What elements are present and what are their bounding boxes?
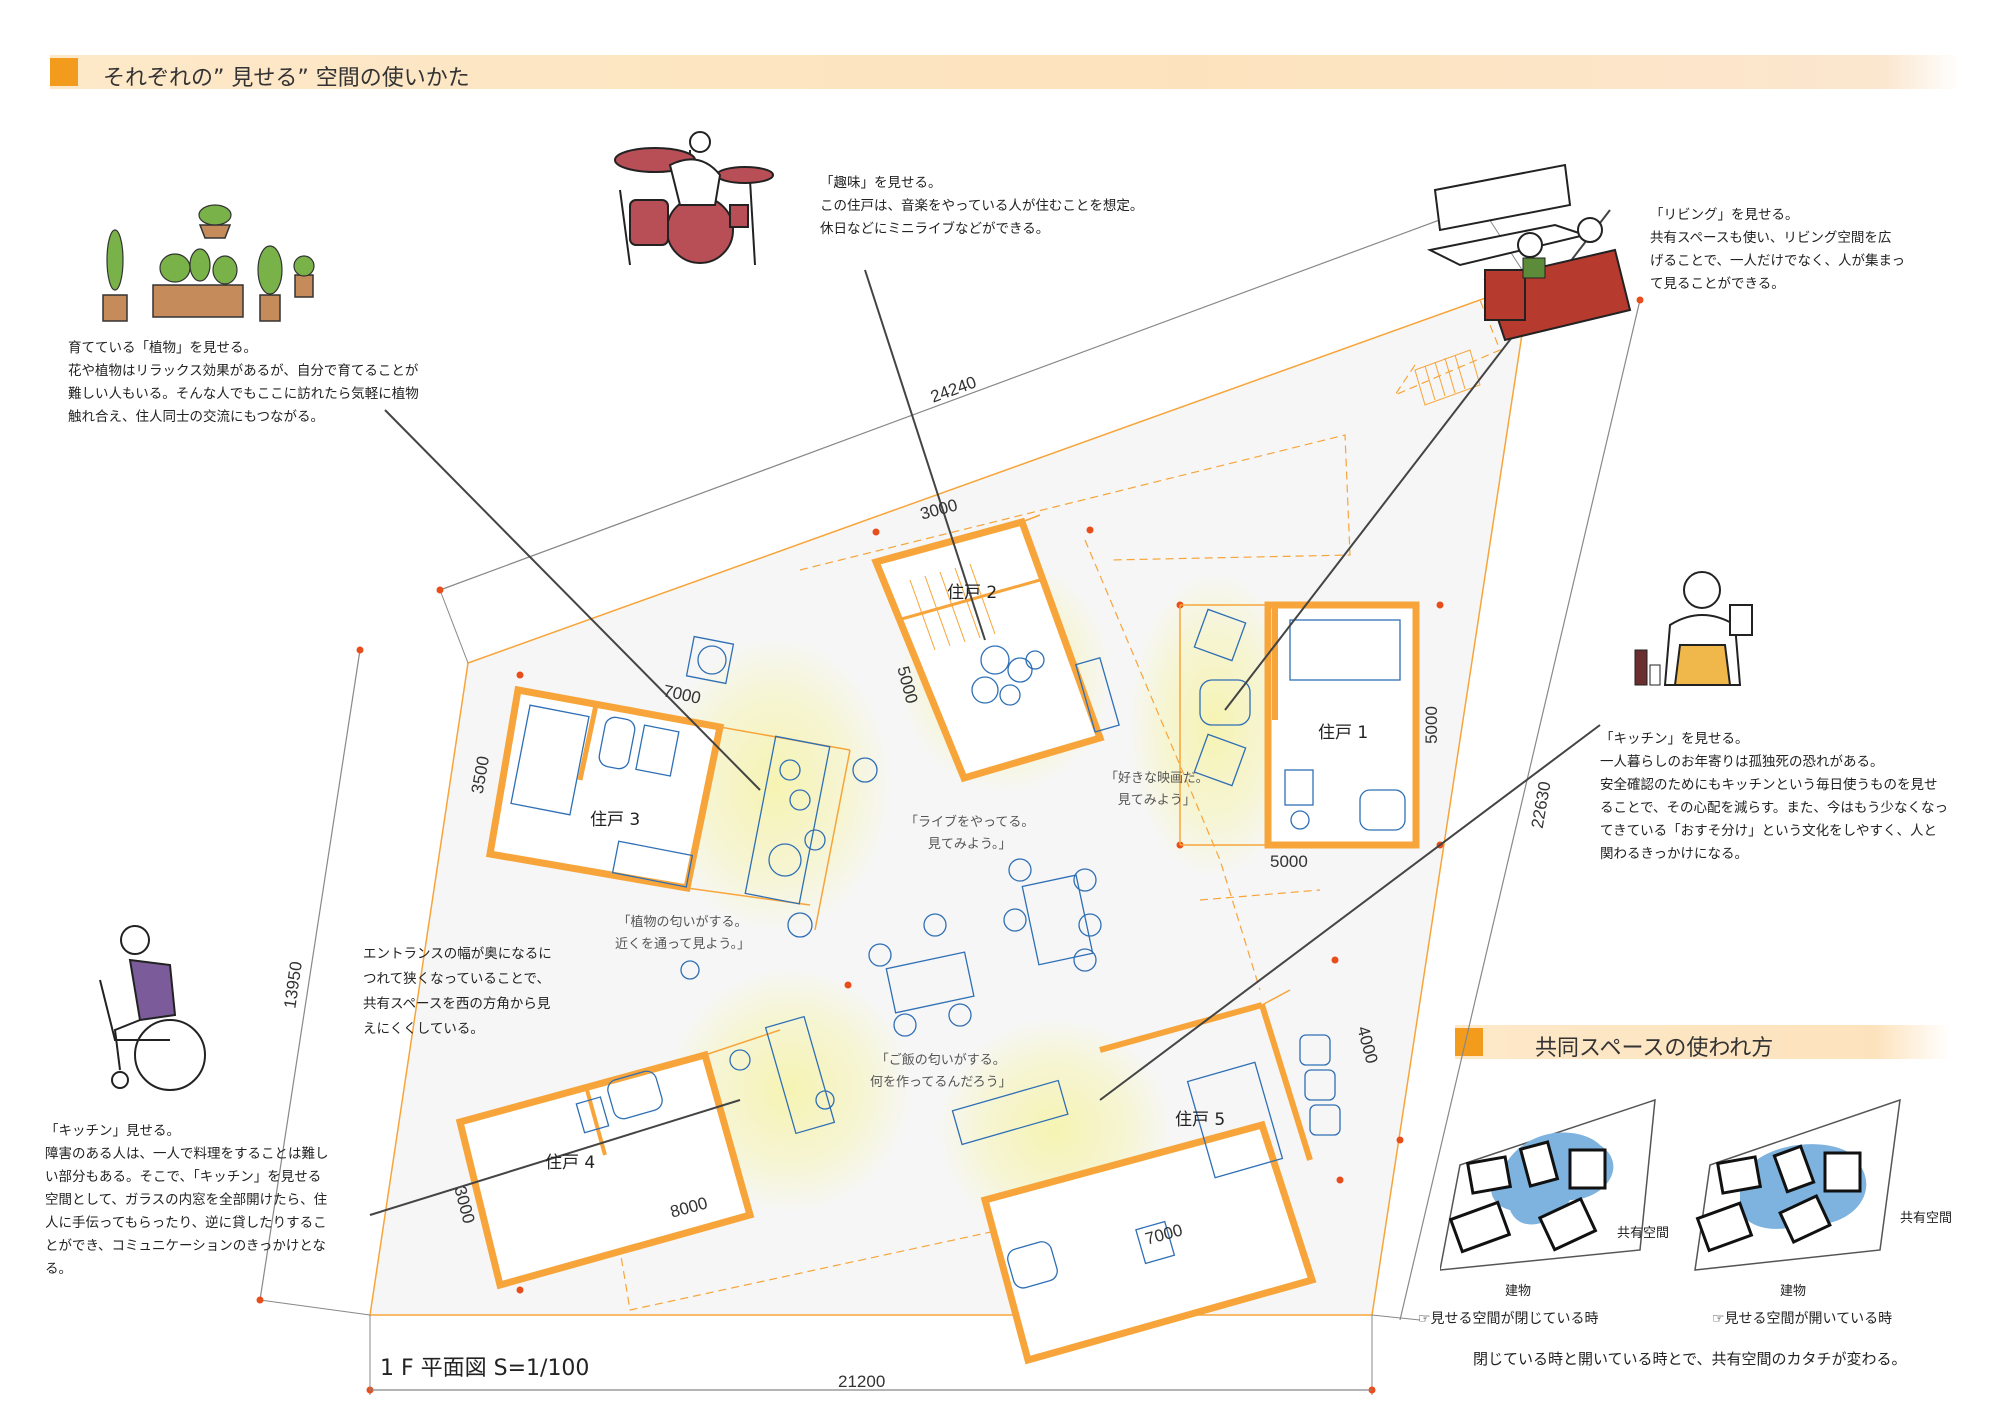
building-label-closed: 建物 bbox=[1505, 1284, 1532, 1299]
dim-tick bbox=[439, 589, 469, 664]
tv-sofa-illustration bbox=[1426, 163, 1632, 342]
unit-4-furniture bbox=[575, 1015, 836, 1135]
plants-description: 育てている「植物」を見せる。花や植物はリラックス効果があるが、自分で育てることが… bbox=[68, 340, 419, 425]
shared-furniture bbox=[680, 858, 1102, 1037]
unit-3-furniture bbox=[510, 635, 878, 938]
cook-illustration bbox=[1634, 571, 1753, 686]
dim-tick bbox=[1371, 1314, 1421, 1321]
entrance-description: エントランスの幅が奥になるにつれて狭くなっていることで、 共有スペースを西の方角… bbox=[363, 946, 552, 1037]
unit-5-label: 住戸 5 bbox=[1175, 1110, 1226, 1130]
dim-21200: 21200 bbox=[838, 1372, 886, 1391]
quote-plant: 「植物の匂いがする。近くを通って見よう。」 bbox=[615, 915, 751, 952]
open-caption: ☞見せる空間が開いている時 bbox=[1712, 1311, 1893, 1327]
header-square-marker bbox=[50, 58, 78, 86]
unit-3-walls bbox=[485, 685, 851, 931]
section2-title: 共同スペースの使われ方 bbox=[1535, 1036, 1774, 1061]
unit-4-walls bbox=[455, 1029, 781, 1290]
hobby-description: 「趣味」を見せる。この住戸は、音楽をやっている人が住むことを想定。 休日などにミ… bbox=[820, 175, 1144, 237]
dim-5000-unit1-bottom: 5000 bbox=[1270, 852, 1308, 871]
dim-5000-unit1-side: 5000 bbox=[1421, 706, 1441, 744]
diagram-summary: 閉じている時と開いている時とで、共有空間のカタチが変わる。 bbox=[1473, 1350, 1907, 1368]
dashed-paths bbox=[599, 299, 1501, 1311]
unit-1-label: 住戸 1 bbox=[1318, 723, 1369, 743]
page-title: それぞれの” 見せる” 空間の使いかた bbox=[103, 66, 470, 91]
section2-square-marker bbox=[1455, 1028, 1483, 1056]
quote-live: 「ライブをやってる。見てみよう。」 bbox=[905, 815, 1035, 852]
drummer-illustration bbox=[614, 131, 774, 266]
plan-caption: 1 F 平面図 S=1/100 bbox=[380, 1356, 590, 1381]
unit-5-walls bbox=[980, 989, 1317, 1365]
stair-top-right bbox=[1414, 349, 1481, 406]
quote-food: 「ご飯の匂いがする。何を作ってるんだろう」 bbox=[870, 1053, 1012, 1090]
plants-illustration bbox=[102, 204, 315, 322]
kitchen-elderly-description: 「キッチン」を見せる。一人暮らしのお年寄りは孤独死の恐れがある。 安全確認のため… bbox=[1600, 731, 1949, 862]
header-banner bbox=[50, 55, 1960, 89]
unit-2-stair bbox=[909, 563, 996, 651]
kitchen-disability-description: 「キッチン」見せる。障害のある人は、一人で料理をすることは難し い部分もある。そ… bbox=[45, 1123, 329, 1277]
dim-line-right bbox=[1399, 299, 1641, 1321]
caption-frame bbox=[369, 1315, 1372, 1391]
living-description: 「リビング」を見せる。共有スペースも使い、リビング空間を広 げることで、一人だけ… bbox=[1650, 207, 1906, 292]
unit-2-label: 住戸 2 bbox=[947, 583, 998, 603]
section2-banner bbox=[1455, 1025, 1950, 1059]
unit-2-furniture bbox=[971, 645, 1120, 733]
shared-label-closed: 共有空間 bbox=[1617, 1226, 1670, 1241]
wheelchair-illustration bbox=[99, 925, 206, 1091]
building-label-open: 建物 bbox=[1780, 1284, 1807, 1299]
dim-line-top bbox=[439, 204, 1481, 591]
unit-5-furniture bbox=[951, 1034, 1341, 1289]
shared-label-open: 共有空間 bbox=[1900, 1211, 1953, 1226]
unit-1-furniture bbox=[1193, 608, 1406, 831]
quote-movie: 「好きな映画だ。見てみよう」 bbox=[1105, 771, 1209, 808]
dim-line-left bbox=[259, 649, 361, 1301]
unit-3-label: 住戸 3 bbox=[590, 810, 641, 830]
closed-caption: ☞見せる空間が閉じている時 bbox=[1418, 1311, 1599, 1327]
dim-tick bbox=[259, 1299, 371, 1316]
shared-space-diagrams bbox=[1440, 1098, 1901, 1271]
unit-4-label: 住戸 4 bbox=[545, 1153, 596, 1173]
